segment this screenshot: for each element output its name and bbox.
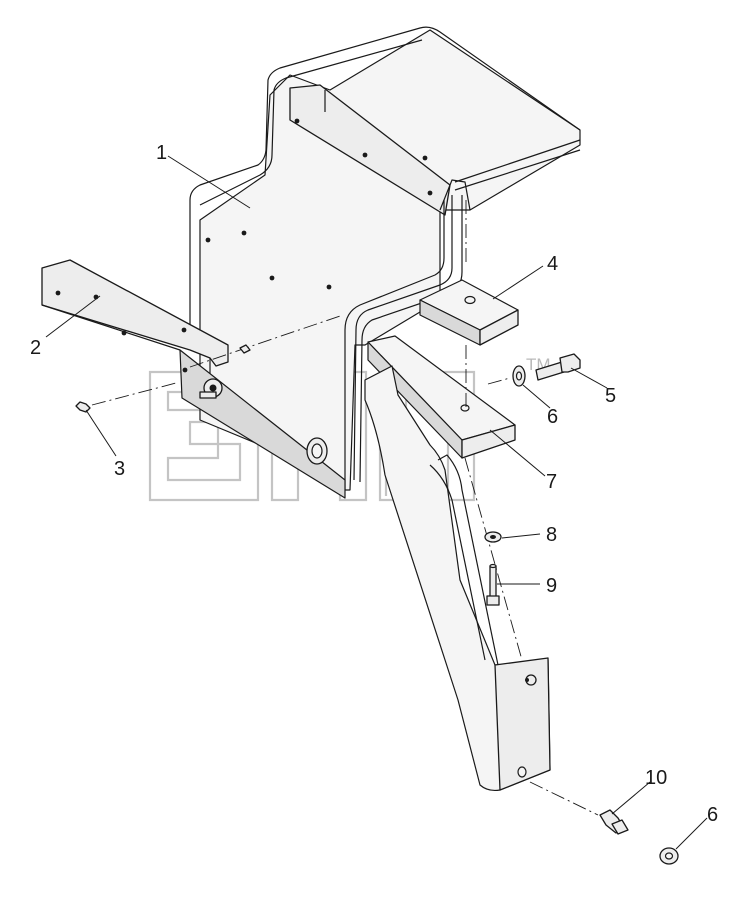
callout-5: 5: [605, 385, 616, 407]
part-6-washer-upper: [512, 365, 526, 387]
part-2-strip-bracket: [41, 259, 346, 499]
callout-6-lower: 6: [707, 804, 718, 826]
callout-2: 2: [30, 337, 41, 359]
callout-9: 9: [546, 575, 557, 597]
part-7-support-block: [364, 335, 551, 792]
part-5-bolt: [535, 353, 581, 381]
centerline-part-6: [487, 377, 511, 385]
callout-6-upper: 6: [547, 406, 558, 428]
part-3-screw: [75, 401, 91, 413]
callout-labels: 1 2 3 4 5 6 7 8 9 10 6: [30, 142, 718, 826]
callout-10: 10: [645, 767, 667, 789]
centerline-plate-to-strip: [189, 315, 341, 368]
part-8-washer: [484, 531, 502, 543]
callout-7: 7: [546, 471, 557, 493]
callout-1: 1: [156, 142, 167, 164]
part-6-washer-lower: [659, 847, 679, 865]
part-10-stud-bolt: [599, 809, 629, 835]
centerline-part-10: [529, 781, 599, 816]
callout-leaders: [45, 155, 708, 850]
centerline-part-3: [91, 382, 177, 406]
part-4-upper-block: [419, 279, 519, 346]
callout-4: 4: [547, 253, 558, 275]
small-fastener: [239, 344, 251, 354]
part-1-shaped-plate: [189, 26, 581, 491]
part-9-long-bolt: [486, 563, 500, 606]
callout-8: 8: [546, 524, 557, 546]
centerline-lower: [464, 457, 523, 661]
callout-3: 3: [114, 458, 125, 480]
